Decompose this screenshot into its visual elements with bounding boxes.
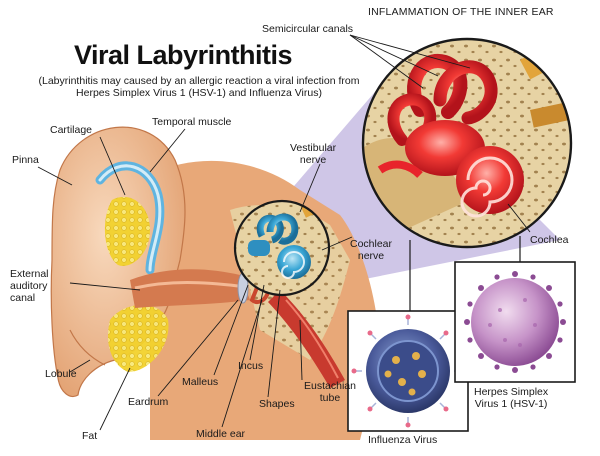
label-fat: Fat <box>82 430 98 442</box>
page-subtitle: (Labyrinthitis may caused by an allergic… <box>38 75 360 99</box>
label-herpes-simplex: Herpes Simplex Virus 1 (HSV-1) <box>474 386 549 410</box>
label-incus: Incus <box>238 360 264 372</box>
label-malleus: Malleus <box>182 376 219 388</box>
eustachian-tube-shape <box>268 290 345 388</box>
label-cochlear-nerve: Cochlear nerve <box>350 238 393 262</box>
label-external-auditory-canal: External auditory canal <box>10 268 49 304</box>
label-shapes: Shapes <box>259 398 295 410</box>
label-semicircular-canals: Semicircular canals <box>262 23 354 35</box>
label-temporal-muscle: Temporal muscle <box>152 116 232 128</box>
label-vestibular-nerve: Vestibular nerve <box>290 142 337 166</box>
label-eustachian-tube: Eustachian tube <box>304 380 356 404</box>
label-influenza-virus: Influenza Virus <box>368 434 438 446</box>
herpes-simplex-virus-panel <box>454 261 576 383</box>
label-pinna: Pinna <box>12 154 39 166</box>
label-cartilage: Cartilage <box>50 124 93 136</box>
auditory-canal-shape <box>130 269 250 308</box>
leader-lines <box>37 34 531 431</box>
influenza-virus-panel <box>347 310 469 432</box>
label-lobule: Lobule <box>45 368 77 380</box>
label-cochlea: Cochlea <box>530 234 569 246</box>
small-inner-ear-zoom <box>233 199 331 297</box>
label-middle-ear: Middle ear <box>196 428 246 440</box>
page-title: Viral Labyrinthitis <box>74 40 293 70</box>
fat-shape <box>104 196 150 266</box>
label-eardrum: Eardrum <box>128 396 169 408</box>
inset-title: INFLAMMATION OF THE INNER EAR <box>368 6 554 18</box>
inflamed-inner-ear-zoom <box>361 37 573 249</box>
